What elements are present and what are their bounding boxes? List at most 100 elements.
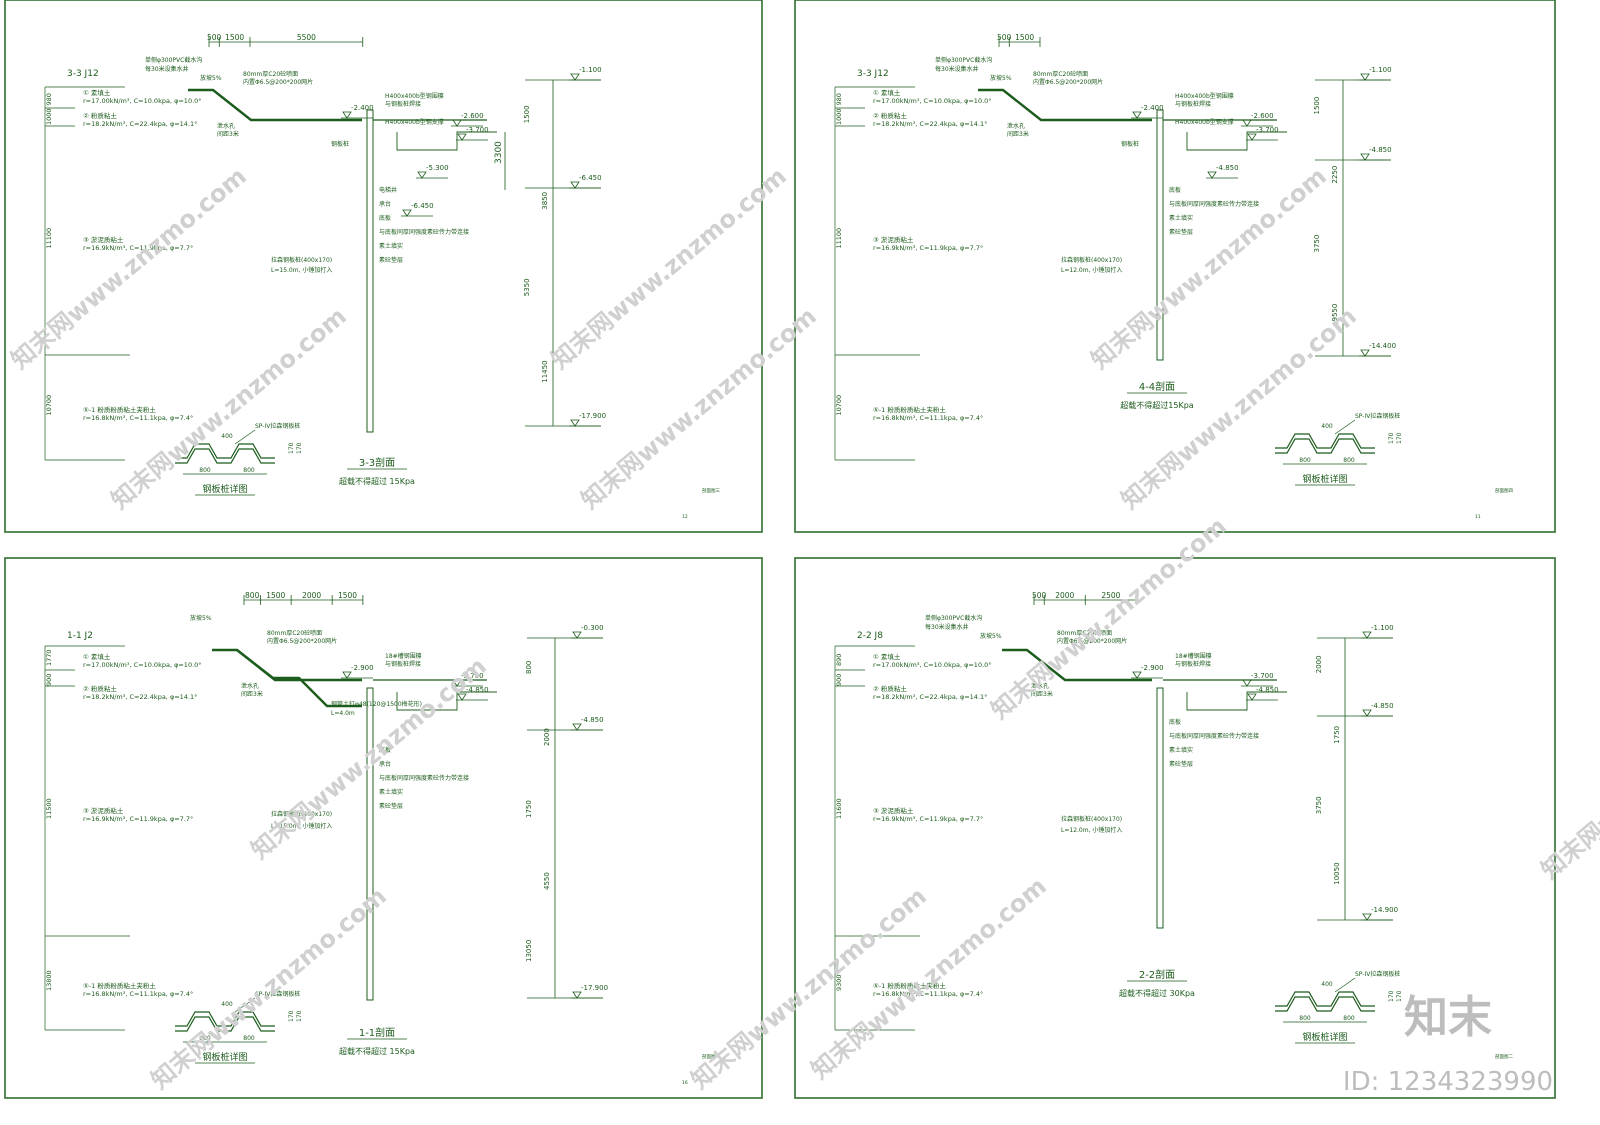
elevation-label: -2.900 [1141,664,1164,672]
soil-name-2: ③ 淤泥质粘土 [83,806,124,815]
panel-frame [4,557,763,1099]
elevation-marker [1242,119,1252,127]
detail-leader [1334,419,1356,435]
detail-leader [234,429,256,445]
soil-name-0: ① 素填土 [83,88,111,97]
elevation-marker [342,111,352,119]
elevation-label: -4.850 [1256,686,1279,694]
annotation-3: 80mm厚C20砼喷面 [243,70,298,78]
annotation-4: 间距3米 [241,690,263,698]
detail-dimension-2: 800 [1343,1015,1355,1022]
elevation-label: -4.850 [1216,164,1239,172]
slope-profile [188,88,362,122]
elevation-label: -3.700 [466,126,489,134]
right-dimension-1: 1750 [1333,726,1341,744]
sheet-number: 12 [682,514,688,520]
detail-leader [1334,977,1356,993]
detail-leader [234,997,256,1013]
top-dimension-2: 2000 [302,591,321,600]
right-dimension-0: 2000 [1315,655,1323,673]
detail-title: 钢板桩详图 [202,483,247,495]
elevation-marker [1360,349,1370,357]
elevation-marker [1132,111,1142,119]
annotation-10: H400x400b型钢支撑 [385,118,444,126]
annotation-11: 素土填实 [1169,746,1193,754]
annotation-11: 底板 [1169,186,1181,194]
elevation-marker [1362,709,1372,717]
sheet-name: 剖面图二 [1495,1053,1513,1060]
load-note: 超载不得超过 15Kpa [339,476,415,486]
annotation-6: L=4.0m [331,710,355,717]
annotation-8: H400x400b型钢围檩 [385,92,444,100]
watermark-id: ID: 1234323990 [1343,1067,1553,1097]
soil-name-0: ① 素填土 [873,652,901,661]
annotation-0: 单侧φ300PVC截水沟 [925,614,982,622]
annotation-14: 素砼垫层 [1169,228,1193,236]
detail-title: 钢板桩详图 [1302,473,1347,485]
annotation-2: 内置Φ6.5@200*200网片 [267,637,337,645]
layer-thickness-3: 13800 [45,970,53,991]
slope-profile [1002,648,1152,682]
soil-name-0: ① 素填土 [83,652,111,661]
soil-name-3: ⑤-1 粉质粉质粘土夹粉土 [83,405,156,414]
section-title: 1-1剖面 [359,1026,395,1039]
annotation-16: 素砼垫层 [379,256,403,264]
top-dimension-0: 500 [997,33,1012,42]
layer-thickness-2: 11100 [835,228,843,249]
annotation-2: 放坡5% [980,632,1002,640]
right-dimension-3: 11450 [541,360,549,382]
top-dimension-1: 1500 [1015,33,1034,42]
elevation-marker [1247,133,1257,141]
soil-params-0: r=17.00kN/m³, C=10.0kpa, φ=10.0° [83,661,202,669]
watermark-text: 知末网www.znzmo.com [576,302,822,515]
top-dimension-0: 500 [1032,591,1047,600]
annotation-13: 底板 [379,214,391,222]
layer-thickness-2: 11600 [835,798,843,819]
layer-thickness-3: 9300 [835,974,843,991]
elevation-label: -14.900 [1371,906,1398,914]
elevation-label: -17.900 [579,412,606,420]
detail-dimension-4: 170 [1396,432,1403,444]
annotation-1: 每30米设集水井 [925,623,969,631]
elevation-label: -4.850 [1371,702,1394,710]
annotation-9: 底板 [379,746,391,754]
soil-params-0: r=17.00kN/m³, C=10.0kpa, φ=10.0° [873,97,992,105]
annotation-16: L=12.0m, 小锤加打入 [1061,266,1122,274]
elevation-marker [457,693,467,701]
sheet-pile [366,687,374,1001]
soil-name-2: ③ 淤泥质粘土 [83,235,124,244]
annotation-3: 80mm厚C20砼喷面 [1057,629,1112,637]
watermark-text: 知末网www.znzmo.com [246,652,492,865]
section-title: 4-4剖面 [1139,380,1175,393]
annotation-14: 与底板同厚同强度素砼传力带连接 [379,228,469,236]
soil-params-1: r=18.2kN/m³, C=22.4kpa, φ=14.1° [83,120,197,128]
watermark-text: 知末网www.znzmo.com [1536,672,1600,885]
elevation-marker [457,133,467,141]
soil-params-2: r=16.9kN/m³, C=11.9kpa, φ=7.7° [873,815,983,823]
top-dimension-1: 2000 [1055,591,1074,600]
slope-profile [212,648,362,682]
right-dimension-2: 5350 [523,278,531,296]
annotation-6: 间距3米 [217,130,239,138]
elevation-label: -3.700 [1251,672,1274,680]
panel-frame [4,0,763,533]
annotation-13: 素土填实 [1169,214,1193,222]
sheet-pile-profile [175,1011,275,1027]
elevation-marker [452,679,462,687]
soil-name-3: ⑤-1 粉质粉质粘土夹粉土 [873,981,946,990]
elevation-marker [1207,171,1217,179]
excavation-outline [396,131,497,151]
detail-dimension-1: 800 [199,1035,211,1042]
detail-dimension-0: 400 [221,433,233,440]
layer-thickness-1: 900 [835,674,843,686]
detail-title: 钢板桩详图 [202,1051,247,1063]
soil-name-0: ① 素填土 [873,88,901,97]
elevation-label: -3.700 [1256,126,1279,134]
sheet-pile-profile-inner [175,1016,275,1032]
annotation-9: 与钢板桩焊接 [385,100,421,108]
soil-name-1: ② 粉质粘土 [83,684,117,693]
soil-params-1: r=18.2kN/m³, C=22.4kpa, φ=14.1° [873,120,987,128]
detail-dimension-2: 800 [1343,457,1355,464]
elevation-label: -6.450 [411,202,434,210]
